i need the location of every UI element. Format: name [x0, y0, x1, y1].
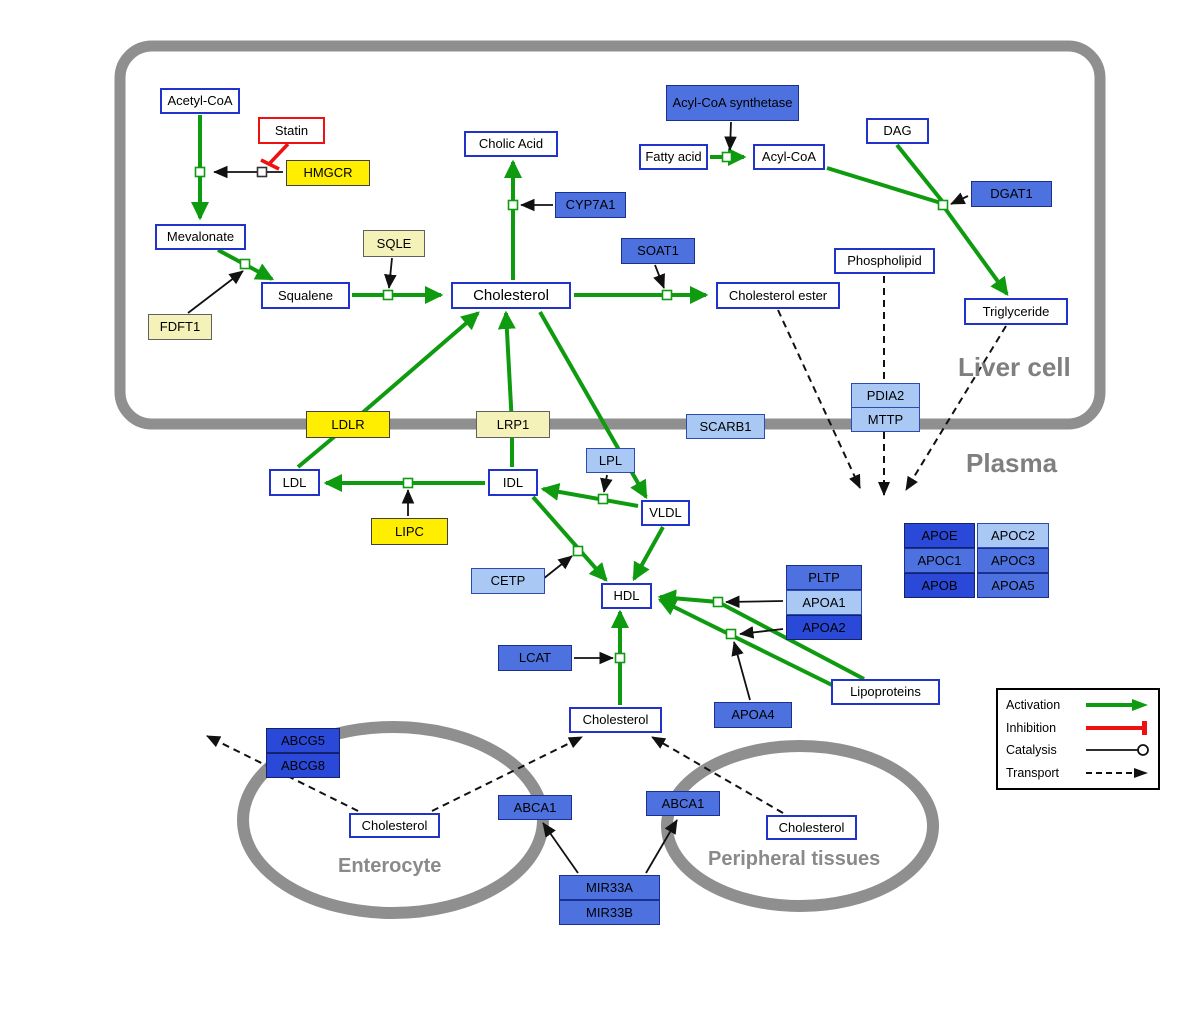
node-cholesterol-ester[interactable]: Cholesterol ester [716, 282, 840, 309]
node-pdia2[interactable]: PDIA2 [851, 383, 920, 408]
plasma-label: Plasma [966, 448, 1058, 478]
activation-arrow-icon [1086, 699, 1148, 711]
liver-membrane [114, 40, 1106, 430]
enterocyte-membrane [237, 721, 549, 919]
legend-activation-row: Activation [1006, 697, 1150, 713]
node-hdl[interactable]: HDL [601, 583, 652, 609]
node-squalene[interactable]: Squalene [261, 282, 350, 309]
node-lpl[interactable]: LPL [586, 448, 635, 473]
node-ldl[interactable]: LDL [269, 469, 320, 496]
node-fdft1[interactable]: FDFT1 [148, 314, 212, 340]
node-ldlr[interactable]: LDLR [306, 411, 390, 438]
node-acetyl-coa[interactable]: Acetyl-CoA [160, 88, 240, 114]
node-sqle[interactable]: SQLE [363, 230, 425, 257]
node-acyl-coa[interactable]: Acyl-CoA [753, 144, 825, 170]
node-abca1-peripheral[interactable]: ABCA1 [646, 791, 720, 816]
node-apob[interactable]: APOB [904, 573, 975, 598]
node-lipoproteins[interactable]: Lipoproteins [831, 679, 940, 705]
node-statin[interactable]: Statin [258, 117, 325, 144]
legend-inhibition-row: Inhibition [1006, 720, 1150, 736]
node-apoa4[interactable]: APOA4 [714, 702, 792, 728]
node-lcat[interactable]: LCAT [498, 645, 572, 671]
reaction-anchors [194, 151, 949, 664]
node-pltp[interactable]: PLTP [786, 565, 862, 590]
node-abcg5[interactable]: ABCG5 [266, 728, 340, 753]
node-cetp[interactable]: CETP [471, 568, 545, 594]
legend-catalysis-label: Catalysis [1006, 743, 1057, 758]
legend-transport-label: Transport [1006, 765, 1060, 780]
legend-catalysis-row: Catalysis [1006, 742, 1150, 758]
node-mir33a[interactable]: MIR33A [559, 875, 660, 900]
node-apoe[interactable]: APOE [904, 523, 975, 548]
node-triglyceride[interactable]: Triglyceride [964, 298, 1068, 325]
node-dag[interactable]: DAG [866, 118, 929, 144]
node-apoc1[interactable]: APOC1 [904, 548, 975, 573]
node-cholesterol-enterocyte[interactable]: Cholesterol [349, 813, 440, 838]
legend: Activation Inhibition Catalysis Transpor… [996, 688, 1160, 790]
node-abcg8[interactable]: ABCG8 [266, 753, 340, 778]
statin-target-anchor [256, 166, 268, 178]
liver-cell-label: Liver cell [958, 352, 1071, 382]
node-mttp[interactable]: MTTP [851, 407, 920, 432]
inhibition-tbar-icon [1086, 720, 1147, 735]
node-cholesterol-plasma[interactable]: Cholesterol [569, 707, 662, 733]
node-lipc[interactable]: LIPC [371, 518, 448, 545]
transport-arrow-icon [1086, 767, 1148, 778]
enterocyte-label: Enterocyte [338, 855, 442, 877]
node-lrp1[interactable]: LRP1 [476, 411, 550, 438]
legend-activation-label: Activation [1006, 698, 1061, 712]
node-apoa1[interactable]: APOA1 [786, 590, 862, 615]
node-hmgcr[interactable]: HMGCR [286, 160, 370, 186]
node-cholesterol-peripheral[interactable]: Cholesterol [766, 815, 857, 840]
node-fatty-acid[interactable]: Fatty acid [639, 144, 708, 170]
node-vldl[interactable]: VLDL [641, 500, 690, 526]
node-phospholipid[interactable]: Phospholipid [834, 248, 935, 274]
node-apoa2[interactable]: APOA2 [786, 615, 862, 640]
node-cholesterol-liver[interactable]: Cholesterol [451, 282, 571, 309]
catalysis-edges [187, 121, 969, 874]
node-apoc2[interactable]: APOC2 [977, 523, 1049, 548]
node-mir33b[interactable]: MIR33B [559, 900, 660, 925]
node-abca1-enterocyte[interactable]: ABCA1 [498, 795, 572, 820]
node-dgat1[interactable]: DGAT1 [971, 181, 1052, 207]
node-mevalonate[interactable]: Mevalonate [155, 224, 246, 250]
node-idl[interactable]: IDL [488, 469, 538, 496]
inhibition-edge [260, 142, 290, 171]
catalysis-circle-icon [1086, 744, 1149, 757]
compartment-membranes [114, 40, 1106, 919]
node-cholic-acid[interactable]: Cholic Acid [464, 131, 558, 157]
node-cyp7a1[interactable]: CYP7A1 [555, 192, 626, 218]
legend-transport-row: Transport [1006, 765, 1150, 781]
legend-inhibition-label: Inhibition [1006, 720, 1057, 735]
peripheral-tissues-label: Peripheral tissues [708, 848, 881, 870]
node-apoc3[interactable]: APOC3 [977, 548, 1049, 573]
node-apoa5[interactable]: APOA5 [977, 573, 1049, 598]
node-acyl-coa-synthetase[interactable]: Acyl-CoA synthetase [666, 85, 799, 121]
node-soat1[interactable]: SOAT1 [621, 238, 695, 264]
node-scarb1[interactable]: SCARB1 [686, 414, 765, 439]
